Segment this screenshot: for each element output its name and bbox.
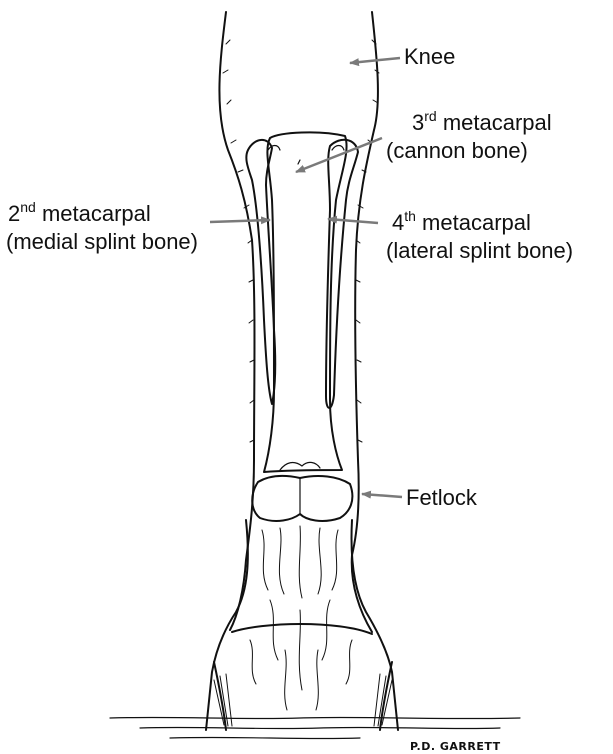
label-second-metacarpal: 2nd metacarpal xyxy=(8,199,151,226)
arrow-medial-splint xyxy=(210,220,270,222)
label-medial-splint-bone: (medial splint bone) xyxy=(6,229,198,254)
label-cannon-bone: (cannon bone) xyxy=(386,138,528,163)
label-fetlock: Fetlock xyxy=(406,485,478,510)
cannon-bone xyxy=(264,132,347,472)
arrow-knee xyxy=(350,58,400,63)
pointer-arrows xyxy=(210,58,402,497)
label-knee: Knee xyxy=(404,44,455,69)
label-third-metacarpal: 3rd metacarpal xyxy=(412,108,552,135)
arrow-lateral-splint xyxy=(328,219,378,223)
label-lateral-splint-bone: (lateral splint bone) xyxy=(386,238,573,263)
arrow-fetlock xyxy=(362,494,402,497)
artist-signature: P.D. GARRETT xyxy=(410,740,501,753)
fetlock-joint xyxy=(252,476,352,521)
label-fourth-metacarpal: 4th metacarpal xyxy=(392,208,531,235)
